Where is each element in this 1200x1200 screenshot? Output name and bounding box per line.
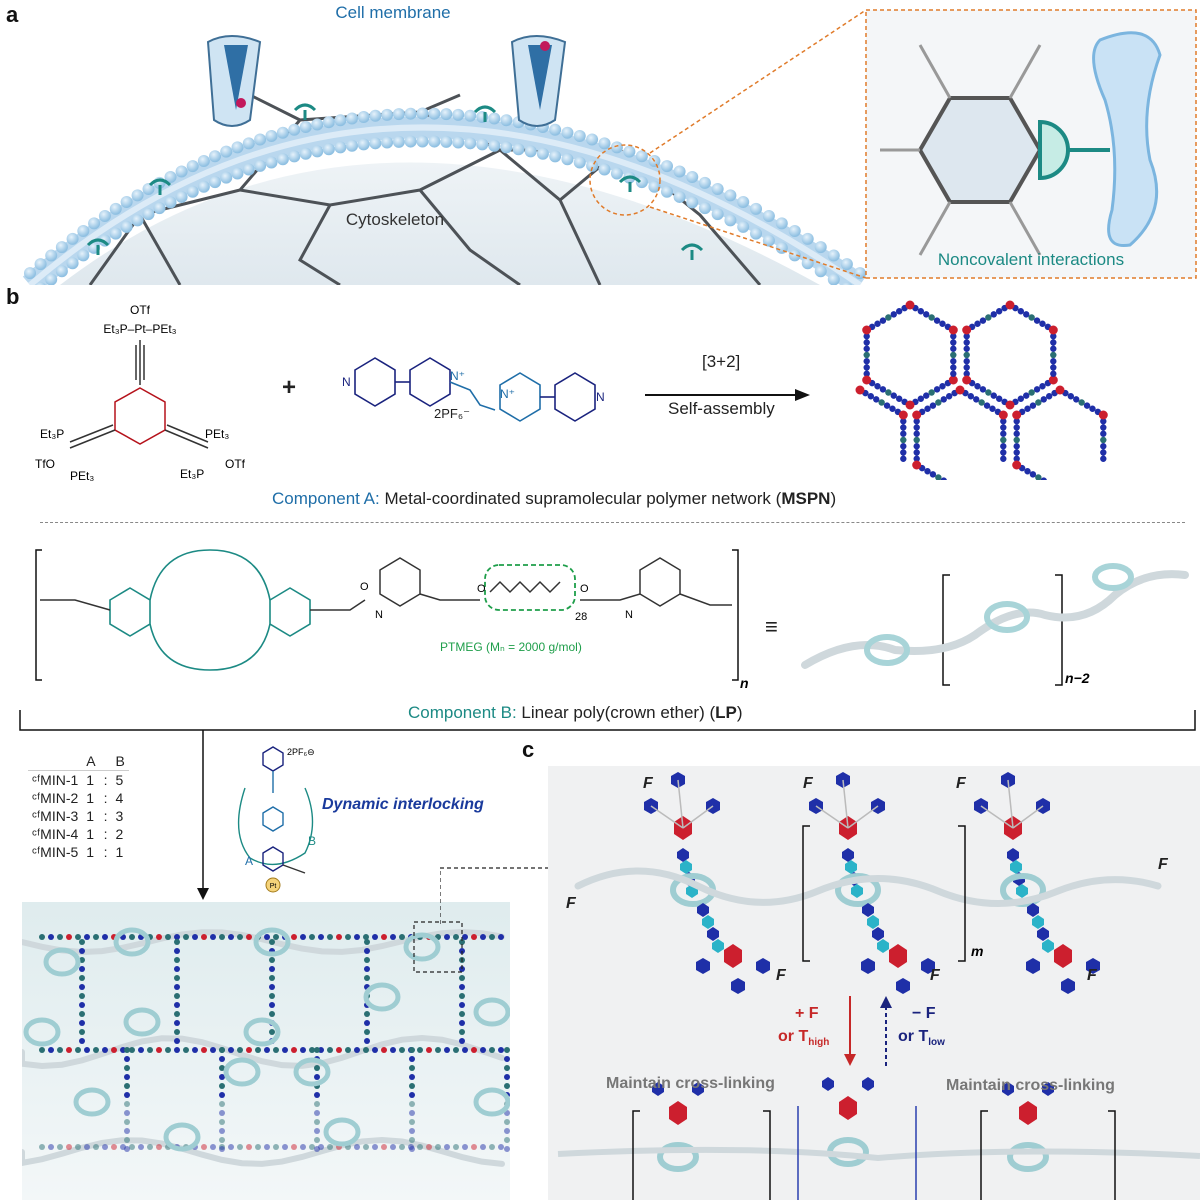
inset-protein: [1092, 31, 1162, 248]
ion-channel-left: [206, 35, 262, 127]
membrane-label: Cell membrane: [335, 3, 450, 22]
panel-label-b: b: [6, 284, 20, 309]
zoom-connector: [440, 867, 550, 924]
maintain-label-left: Maintain cross-linking: [606, 1075, 775, 1092]
pt-reactant-structure: OTf Et₃P–Pt–PEt₃ Et₃P TfO PEt₃ PEt₃ Et₃P…: [35, 303, 246, 483]
force-label: F: [1087, 967, 1097, 984]
svg-text:N⁺: N⁺: [500, 387, 515, 401]
maintain-label-right: Maintain cross-linking: [946, 1077, 1115, 1094]
equivalent-sign: ≡: [765, 614, 778, 639]
svg-text:OTf: OTf: [225, 457, 246, 471]
interlock-structure: Pt 2PF₆⊖ A B: [237, 746, 316, 893]
svg-text:Et₃P: Et₃P: [180, 467, 204, 481]
separator-line: [40, 522, 1185, 523]
force-label: F: [930, 967, 940, 984]
counterion-label: 2PF₆⁻: [434, 406, 470, 421]
component-b-caption: Component B: Linear poly(crown ether) (L…: [408, 703, 743, 722]
reverse-condition-2: or Tlow: [898, 1028, 945, 1049]
svg-text:TfO: TfO: [35, 457, 55, 471]
svg-text:m: m: [971, 943, 983, 959]
panel-a-illustration: Cytoskeleton Cell membrane Nonc: [22, 3, 1197, 285]
svg-text:28: 28: [575, 611, 587, 623]
material-network-render: [22, 921, 510, 1167]
force-label: F: [956, 775, 966, 792]
svg-text:N: N: [342, 375, 351, 389]
svg-text:Et₃P–Pt–PEt₃: Et₃P–Pt–PEt₃: [103, 322, 176, 336]
component-a-caption: Component A: Metal-coordinated supramole…: [272, 489, 837, 508]
plus-sign: +: [282, 374, 297, 401]
zoom-circle: [589, 144, 661, 216]
cytoskeleton-label: Cytoskeleton: [346, 210, 444, 229]
lp-structure: O N O O N 28 n: [35, 549, 749, 691]
panel-c-illustration: m: [557, 772, 1200, 1200]
svg-text:n: n: [740, 675, 749, 691]
svg-text:O: O: [477, 583, 486, 595]
lp-cartoon: n−2: [801, 563, 1189, 686]
force-label: F: [643, 775, 653, 792]
combine-bracket: [19, 710, 1196, 900]
ratio-header-a: A: [86, 753, 96, 769]
svg-text:N: N: [375, 609, 383, 621]
lipid-beads: [24, 107, 866, 285]
dynamic-interlocking-label: Dynamic interlocking: [322, 796, 484, 813]
forward-condition-2: or Thigh: [778, 1028, 830, 1049]
bipyridinium-ligand-structure: N N N⁺ N⁺: [342, 357, 605, 422]
force-label: F: [803, 775, 813, 792]
svg-text:Et₃P: Et₃P: [40, 427, 64, 441]
force-label: F: [566, 895, 576, 912]
svg-text:N: N: [596, 390, 605, 404]
svg-text:O: O: [580, 583, 589, 595]
svg-text:PEt₃: PEt₃: [205, 427, 229, 441]
reverse-condition-1: − F: [912, 1005, 936, 1022]
panel-c-background: [548, 766, 1200, 1200]
svg-text:O: O: [360, 581, 369, 593]
svg-text:A: A: [245, 854, 253, 868]
force-label: F: [776, 967, 786, 984]
svg-text:Pt: Pt: [270, 883, 277, 890]
inset-label: Noncovalent interactions: [938, 250, 1124, 269]
svg-text:B: B: [308, 834, 316, 848]
svg-text:N⁺: N⁺: [450, 369, 465, 383]
ratio-header-b: B: [115, 753, 125, 769]
force-label: F: [1158, 856, 1168, 873]
svg-text:2PF₆⊖: 2PF₆⊖: [287, 747, 315, 757]
forward-condition-1: + F: [795, 1005, 819, 1022]
anchor-proteins: [86, 103, 704, 260]
svg-text:n−2: n−2: [1065, 670, 1090, 686]
inset-binding-site: [1038, 119, 1070, 181]
panel-label-c: c: [522, 737, 535, 762]
svg-text:PEt₃: PEt₃: [70, 469, 94, 483]
ptmeg-label: PTMEG (Mₙ = 2000 g/mol): [440, 640, 582, 654]
inset-hexagon: [880, 44, 1043, 256]
svg-text:OTf: OTf: [130, 303, 151, 317]
arrow-top-label: [3+2]: [702, 352, 741, 371]
ion-channel-right: [510, 35, 567, 127]
arrow-bottom-label: Self-assembly: [668, 399, 775, 418]
assembly-arrow: [645, 389, 810, 401]
panel-label-a: a: [6, 2, 19, 27]
mspn-network: [855, 300, 1108, 480]
svg-text:N: N: [625, 609, 633, 621]
membrane-core: [28, 124, 862, 285]
